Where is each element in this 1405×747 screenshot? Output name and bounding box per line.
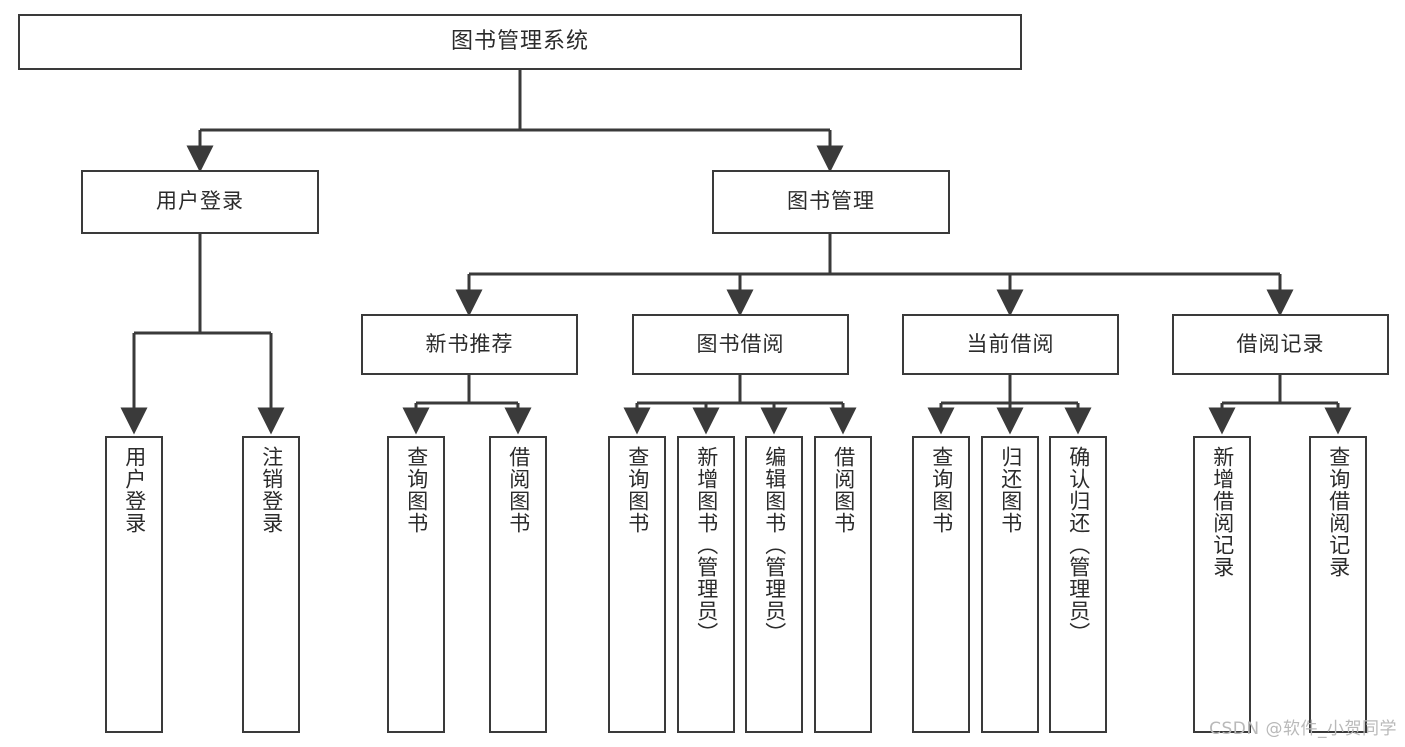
node-leaf-add-record-label: 新增借阅记录 xyxy=(1210,446,1235,578)
node-book-manage[interactable]: 图书管理 xyxy=(712,170,950,234)
node-user-login-label: 用户登录 xyxy=(156,189,244,214)
node-leaf-add-record[interactable]: 新增借阅记录 xyxy=(1193,436,1251,733)
node-leaf-user-logout-label: 注销登录 xyxy=(259,446,284,534)
node-leaf-borrow-book-1[interactable]: 借阅图书 xyxy=(489,436,547,733)
node-book-manage-label: 图书管理 xyxy=(787,189,875,214)
node-leaf-query-book-1-label: 查询图书 xyxy=(404,446,429,534)
node-leaf-user-login-label: 用户登录 xyxy=(122,446,147,534)
node-root-system[interactable]: 图书管理系统 xyxy=(18,14,1022,70)
node-new-book-recommend[interactable]: 新书推荐 xyxy=(361,314,578,375)
node-leaf-borrow-book-2[interactable]: 借阅图书 xyxy=(814,436,872,733)
node-leaf-confirm-return[interactable]: 确认归还（管理员） xyxy=(1049,436,1107,733)
node-user-login[interactable]: 用户登录 xyxy=(81,170,319,234)
node-book-borrow[interactable]: 图书借阅 xyxy=(632,314,849,375)
node-leaf-borrow-book-2-label: 借阅图书 xyxy=(831,446,856,534)
node-leaf-return-book[interactable]: 归还图书 xyxy=(981,436,1039,733)
node-book-borrow-label: 图书借阅 xyxy=(696,331,785,356)
node-borrow-record[interactable]: 借阅记录 xyxy=(1172,314,1389,375)
node-leaf-borrow-book-1-label: 借阅图书 xyxy=(506,446,531,534)
node-root-label: 图书管理系统 xyxy=(450,28,589,54)
node-leaf-edit-book[interactable]: 编辑图书（管理员） xyxy=(745,436,803,733)
node-leaf-query-record-label: 查询借阅记录 xyxy=(1326,446,1351,578)
node-leaf-query-book-2[interactable]: 查询图书 xyxy=(608,436,666,733)
node-leaf-user-login[interactable]: 用户登录 xyxy=(105,436,163,733)
node-leaf-return-book-label: 归还图书 xyxy=(998,446,1023,534)
node-leaf-add-book[interactable]: 新增图书（管理员） xyxy=(677,436,735,733)
node-current-borrow[interactable]: 当前借阅 xyxy=(902,314,1119,375)
node-leaf-query-book-3[interactable]: 查询图书 xyxy=(912,436,970,733)
watermark-text: CSDN @软件_小贺同学 xyxy=(1209,719,1397,739)
node-leaf-add-book-label: 新增图书（管理员） xyxy=(694,446,719,644)
node-leaf-user-logout[interactable]: 注销登录 xyxy=(242,436,300,733)
node-leaf-query-record[interactable]: 查询借阅记录 xyxy=(1309,436,1367,733)
node-leaf-query-book-1[interactable]: 查询图书 xyxy=(387,436,445,733)
node-borrow-record-label: 借阅记录 xyxy=(1236,331,1325,356)
node-leaf-query-book-2-label: 查询图书 xyxy=(625,446,650,534)
node-leaf-edit-book-label: 编辑图书（管理员） xyxy=(762,446,787,644)
node-new-book-recommend-label: 新书推荐 xyxy=(425,331,514,356)
node-current-borrow-label: 当前借阅 xyxy=(966,331,1055,356)
node-leaf-query-book-3-label: 查询图书 xyxy=(929,446,954,534)
node-leaf-confirm-return-label: 确认归还（管理员） xyxy=(1066,446,1091,644)
